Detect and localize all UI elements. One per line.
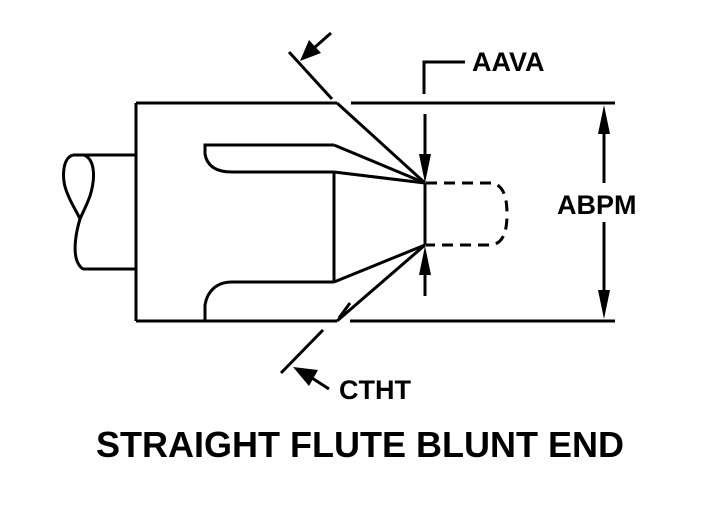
top-angle-callout	[287, 31, 334, 101]
top-angle-arrow-icon	[300, 40, 321, 61]
upper-lip-inner	[333, 170, 426, 185]
label-aava: AAVA	[472, 47, 545, 77]
lower-lip-inner	[333, 243, 426, 284]
break-symbol	[62, 153, 95, 271]
phantom-tip-outline	[426, 181, 509, 247]
ctht-extension-lower	[279, 328, 325, 375]
aava-arrow-down-icon	[419, 154, 431, 183]
aava-arrow-up-icon	[419, 246, 431, 275]
label-abpm: ABPM	[557, 190, 637, 220]
abpm-arrow-down-icon	[598, 290, 610, 319]
ctht-arrow-shaft	[311, 376, 330, 391]
point-geometry	[333, 101, 427, 323]
lower-lip-outer	[336, 243, 426, 323]
ctht-extension-upper	[337, 302, 352, 319]
abpm-dimension: ABPM	[557, 105, 637, 319]
upper-lip-outer	[335, 101, 427, 185]
top-angle-arrow-shaft	[313, 31, 332, 50]
aava-leader	[422, 60, 465, 94]
upper-flute	[203, 143, 334, 174]
shank	[62, 153, 136, 271]
top-angle-extension	[287, 50, 334, 101]
ctht-dimension: CTHT	[279, 302, 411, 405]
ctht-arrow-icon	[293, 367, 318, 386]
drill-body	[134, 101, 615, 323]
lower-flute	[203, 280, 334, 321]
abpm-arrow-up-icon	[598, 105, 610, 134]
upper-lip-middle	[333, 143, 426, 185]
aava-dimension: AAVA	[419, 47, 545, 296]
label-ctht: CTHT	[339, 375, 411, 405]
diagram-title: STRAIGHT FLUTE BLUNT END	[96, 424, 624, 465]
flutes	[203, 143, 336, 321]
